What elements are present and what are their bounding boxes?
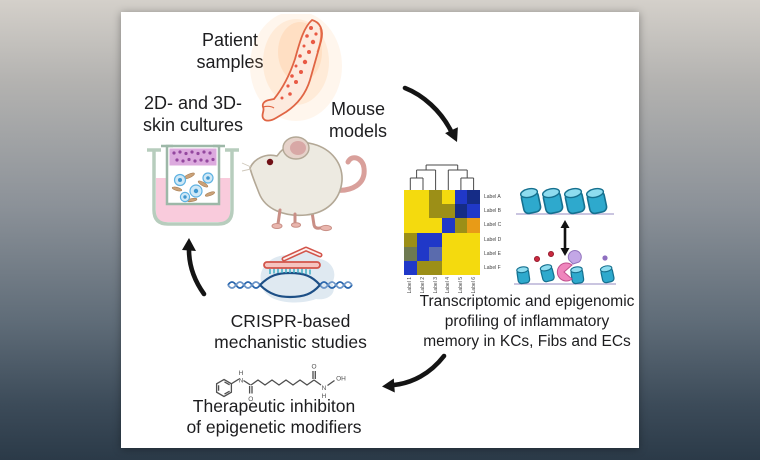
heatmap-row-label: Label E [484, 250, 501, 257]
therapeutic-caption: Therapeutic inhibiton of epigenetic modi… [186, 396, 362, 438]
arrow-top-right-icon [402, 85, 458, 142]
heatmap-cell [429, 204, 442, 219]
heatmap-cell [404, 218, 417, 233]
heatmap-col-label: Label 2 [419, 277, 426, 294]
chromatin-icon [514, 187, 616, 285]
heatmap-cell [467, 190, 480, 205]
svg-text:H: H [322, 393, 327, 400]
heatmap-cell [404, 246, 417, 261]
inflamed-arm-icon [250, 14, 342, 122]
heatmap-row-label: Label F [484, 264, 501, 271]
heatmap-cell [454, 260, 468, 275]
svg-text:O: O [311, 364, 316, 371]
heatmap-cell [442, 218, 455, 233]
arrow-bottom-left-icon [382, 353, 447, 393]
arrow-up-left-icon [182, 238, 207, 297]
heatmap-cell [429, 246, 442, 261]
skin-culture-dish-icon [147, 144, 239, 226]
heatmap-cell [442, 190, 455, 205]
heatmap-cell [442, 204, 455, 219]
skin-cultures-label: 2D- and 3D- skin cultures [142, 93, 244, 135]
heatmap-cell [416, 190, 430, 205]
heatmap-cell [442, 260, 455, 275]
mouse-icon [241, 136, 367, 232]
crispr-caption: CRISPR-based mechanistic studies [214, 311, 367, 353]
heatmap-cell [416, 232, 430, 247]
mouse-models-label: Mouse models [328, 99, 388, 141]
heatmap-cell [429, 190, 442, 205]
heatmap-cell [404, 260, 417, 275]
heatmap-cell [467, 204, 480, 219]
figure-card [121, 12, 639, 448]
heatmap-cell [416, 204, 430, 219]
heatmap-grid [404, 190, 480, 275]
crispr-cas9-icon [227, 246, 353, 303]
heatmap-cell [429, 232, 442, 247]
profiling-caption: Transcriptomic and epigenomic profiling … [419, 293, 635, 350]
heatmap-row-label: Label D [484, 236, 502, 243]
heatmap-cell [416, 260, 430, 275]
heatmap-cell [467, 218, 480, 233]
heatmap-cell [454, 204, 468, 219]
heatmap-cell [416, 246, 430, 261]
heatmap-row-label: Label C [484, 222, 502, 229]
heatmap-cell [467, 260, 480, 275]
svg-text:OH: OH [336, 376, 346, 383]
heatmap-col-labels: Label 1 Label 2 Label 3 Label 4 Label 5 Label… [404, 277, 480, 297]
heatmap-cell [429, 260, 442, 275]
heatmap-cell [454, 246, 468, 261]
heatmap-dendrogram-icon [409, 164, 475, 190]
heatmap-col-label: Label 6 [470, 277, 477, 294]
svg-text:N: N [322, 385, 327, 392]
heatmap-cell [454, 218, 468, 233]
heatmap: Label A Label B Label C Label D Label E Label… [404, 162, 514, 298]
heatmap-cell [404, 204, 417, 219]
heatmap-cell [467, 232, 480, 247]
heatmap-cell [404, 190, 417, 205]
heatmap-cell [429, 218, 442, 233]
chemical-structure-icon: NH O O NH OH [215, 364, 346, 403]
heatmap-cell [442, 232, 455, 247]
svg-text:O: O [248, 396, 253, 403]
heatmap-row-labels: Label A Label B Label C Label D Label E Label… [484, 190, 501, 275]
svg-text:H: H [239, 370, 244, 377]
heatmap-cell [454, 232, 468, 247]
svg-text:N: N [239, 378, 244, 385]
heatmap-cell [454, 190, 468, 205]
heatmap-col-label: Label 1 [407, 277, 414, 294]
heatmap-row-label: Label A [484, 194, 501, 201]
patient-samples-label: Patient samples [196, 30, 264, 72]
heatmap-cell [404, 232, 417, 247]
heatmap-col-label: Label 3 [432, 277, 439, 294]
heatmap-cell [416, 218, 430, 233]
heatmap-row-label: Label B [484, 208, 501, 215]
heatmap-col-label: Label 4 [445, 277, 452, 294]
heatmap-cell [442, 246, 455, 261]
heatmap-cell [467, 246, 480, 261]
heatmap-col-label: Label 5 [457, 277, 464, 294]
